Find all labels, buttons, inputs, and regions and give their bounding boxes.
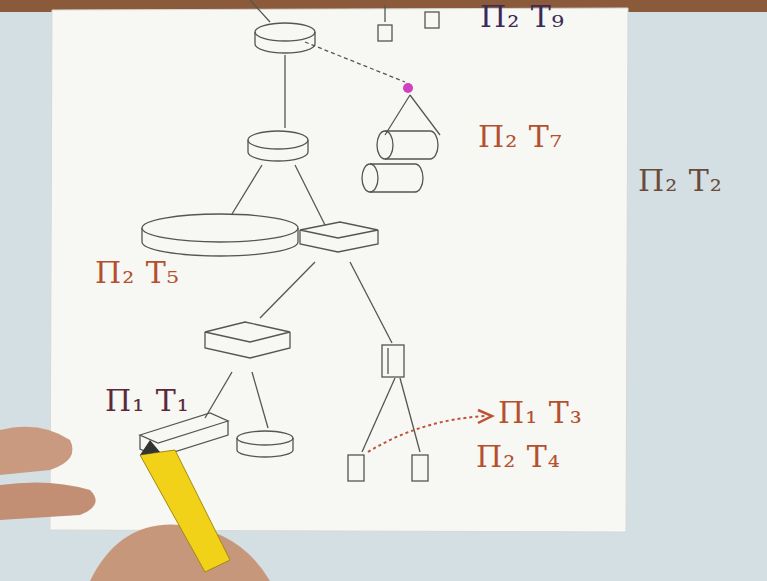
- handwritten-label: Π₂ T₂: [638, 166, 723, 196]
- handwritten-label: Π₂ T₇: [478, 122, 563, 152]
- handwritten-label: Π₁ T₃: [498, 398, 583, 428]
- handwritten-label: Π₂ T₄: [476, 442, 561, 472]
- handwritten-label: Π₂ T₅: [95, 258, 180, 288]
- handwritten-label: Π₁ T₁: [105, 386, 190, 416]
- handwritten-label: Π₂ T₉: [480, 2, 565, 32]
